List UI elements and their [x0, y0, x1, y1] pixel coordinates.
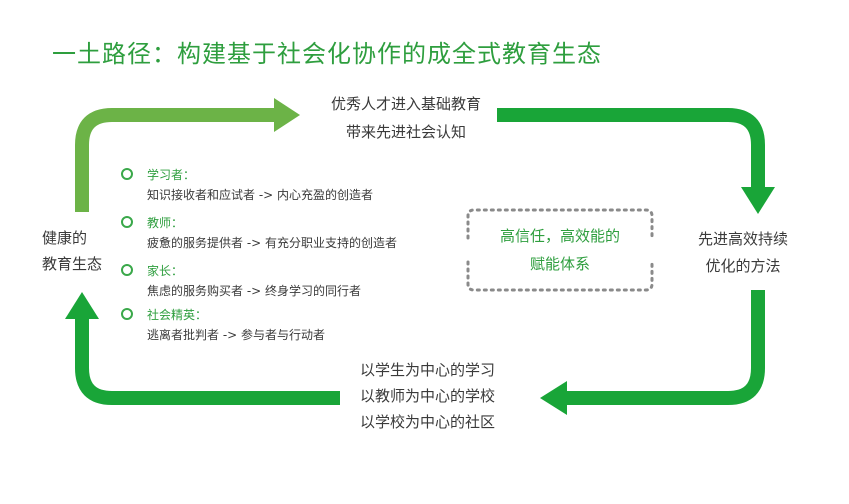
node-top-line-1: 优秀人才进入基础教育	[330, 95, 481, 113]
arrow-left-to-top-head	[274, 98, 300, 132]
role-name: 社会精英：	[147, 308, 208, 322]
center-text-line-2: 赋能体系	[529, 255, 590, 273]
role-desc: 知识接收者和应试者 -> 内心充盈的创造者	[147, 188, 374, 202]
node-top-line-2: 带来先进社会认知	[345, 123, 466, 141]
dotted-bracket	[466, 208, 654, 292]
arrow-bottom-to-left-head	[65, 292, 99, 319]
bullet-icon	[121, 216, 133, 228]
role-desc: 疲惫的服务提供者 -> 有充分职业支持的创造者	[147, 236, 398, 250]
node-top: 优秀人才进入基础教育 带来先进社会认知	[306, 90, 506, 146]
role-desc: 逃离者批判者 -> 参与者与行动者	[147, 328, 326, 342]
arrow-right-to-bottom-head	[540, 381, 567, 415]
node-right-line-2: 优化的方法	[705, 257, 781, 275]
arrow-bottom-to-left	[75, 318, 340, 405]
center-box: 高信任，高效能的 赋能体系	[466, 208, 654, 292]
role-name: 学习者：	[147, 168, 196, 182]
arrow-left-to-top	[75, 108, 275, 212]
bullet-icon	[121, 308, 133, 320]
role-name: 家长：	[147, 264, 184, 278]
node-left-line-2: 教育生态	[42, 255, 103, 273]
center-text: 高信任，高效能的 赋能体系	[466, 222, 654, 278]
node-left: 健康的 教育生态	[42, 225, 112, 277]
arrow-top-to-right	[497, 108, 765, 188]
bullet-icon	[121, 264, 133, 276]
page-title: 一土路径：构建基于社会化协作的成全式教育生态	[52, 40, 602, 68]
center-text-line-1: 高信任，高效能的	[499, 227, 620, 245]
role-desc: 焦虑的服务购买者 -> 终身学习的同行者	[147, 284, 362, 298]
node-bottom-line-3: 以学校为中心的社区	[360, 413, 496, 431]
node-bottom: 以学生为中心的学习 以教师为中心的学校 以学校为中心的社区	[360, 357, 530, 435]
node-left-line-1: 健康的	[42, 229, 88, 247]
role-name: 教师：	[147, 216, 184, 230]
node-right: 先进高效持续 优化的方法	[688, 226, 798, 280]
node-right-line-1: 先进高效持续	[697, 230, 788, 248]
node-bottom-line-2: 以教师为中心的学校	[360, 387, 496, 405]
arrow-top-to-right-head	[741, 187, 775, 214]
bullet-icon	[121, 168, 133, 180]
arrow-right-to-bottom	[566, 290, 765, 405]
node-bottom-line-1: 以学生为中心的学习	[360, 361, 496, 379]
